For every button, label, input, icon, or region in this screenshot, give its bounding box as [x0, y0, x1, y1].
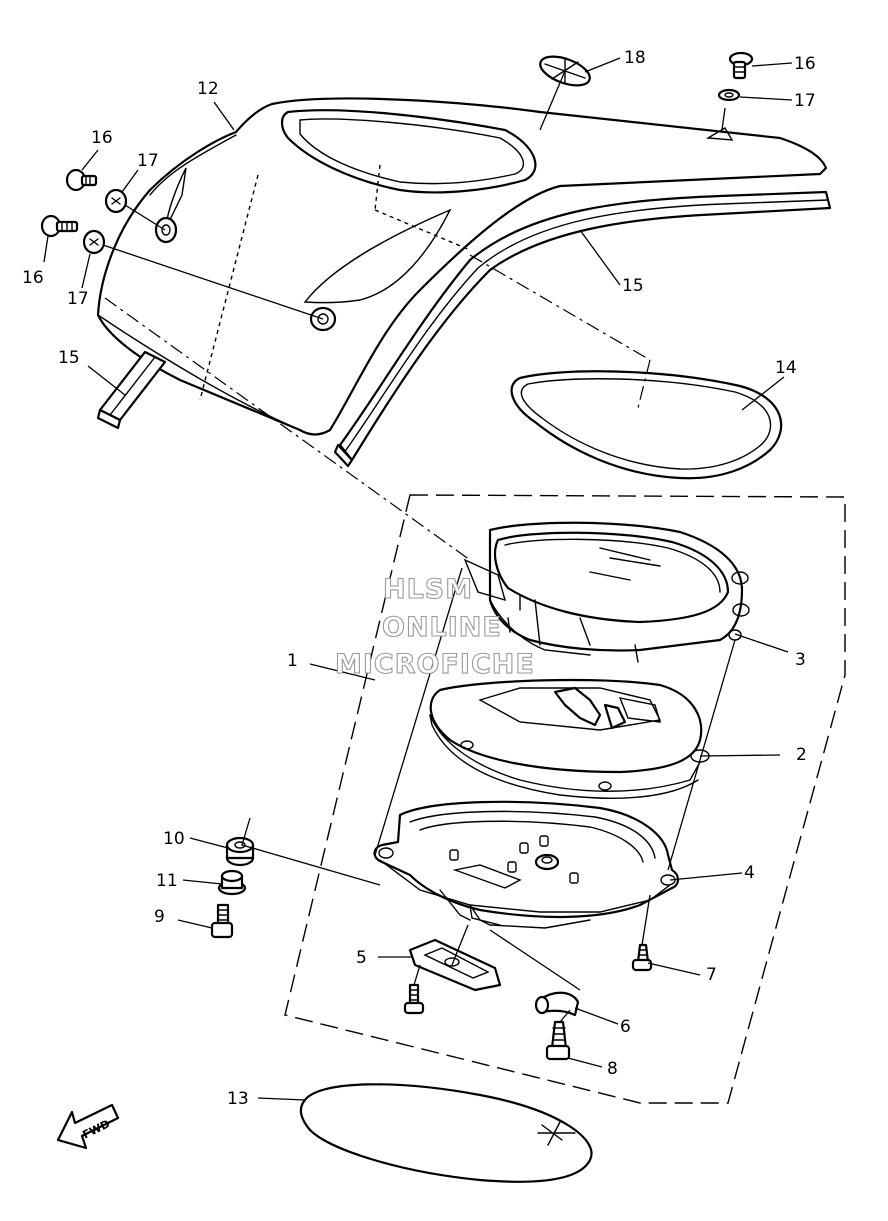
label-sheet-part-13	[299, 1083, 593, 1183]
callout-14: 14	[775, 358, 797, 378]
assembly-boundary-part-1	[284, 494, 846, 1104]
tapping-screw-part-8	[545, 1020, 571, 1061]
callout-3: 3	[795, 650, 806, 670]
svg-text:ONLINE: ONLINE	[382, 612, 502, 643]
meter-case-part-4	[373, 800, 680, 929]
callout-5: 5	[356, 948, 367, 968]
callout-6: 6	[620, 1017, 631, 1037]
meter-panel-part-2	[429, 678, 710, 799]
meter-cover-part-12	[96, 97, 828, 436]
alignment-lines	[104, 107, 736, 1023]
washer-part-17-right	[717, 88, 741, 102]
callout-17-left-lower: 17	[67, 289, 89, 309]
tapping-screw-part-7	[631, 943, 653, 972]
callout-labels: 1 2 3 4 5 6 7 8 9 10 11 12 13 14 15 15 1…	[22, 48, 816, 1109]
fwd-arrow-icon: FWD	[56, 1103, 120, 1150]
svg-text:MICROFICHE: MICROFICHE	[335, 649, 535, 680]
bolt-part-9	[210, 903, 234, 939]
clamp-part-6	[534, 991, 580, 1017]
callout-2: 2	[796, 745, 807, 765]
watermark: HLSM ONLINE MICROFICHE	[334, 573, 535, 680]
callout-11: 11	[156, 871, 178, 891]
seal-ring-part-14	[510, 370, 783, 480]
callout-4: 4	[744, 863, 755, 883]
callout-7: 7	[706, 965, 717, 985]
callout-17-right: 17	[794, 91, 816, 111]
trim-strip-part-15-long	[333, 190, 832, 468]
screw-part-16-left-lower	[40, 214, 79, 238]
svg-text:HLSM: HLSM	[383, 574, 473, 605]
callout-10: 10	[163, 829, 185, 849]
bracket-plate-part-5	[408, 938, 502, 992]
washer-part-17-left-lower	[82, 229, 106, 255]
callout-1: 1	[287, 651, 298, 671]
washer-part-17-left-upper	[104, 188, 128, 214]
callout-16-left-upper: 16	[91, 128, 113, 148]
callout-13: 13	[227, 1089, 249, 1109]
grommet-part-10	[225, 836, 255, 867]
callout-16-left-lower: 16	[22, 268, 44, 288]
screw-part-16-right	[728, 51, 754, 80]
collar-part-11	[217, 869, 247, 896]
callout-18: 18	[624, 48, 646, 68]
callout-12: 12	[197, 79, 219, 99]
callout-17-left-upper: 17	[137, 151, 159, 171]
leader-lines	[43, 57, 793, 1101]
meter-lens-part-3	[463, 521, 750, 663]
callout-15-right: 15	[622, 276, 644, 296]
screw-part-5-lower	[403, 983, 425, 1015]
callout-16-right: 16	[794, 54, 816, 74]
callout-9: 9	[154, 907, 165, 927]
screw-part-16-left-upper	[65, 168, 98, 192]
trim-strip-part-15-short	[96, 350, 167, 430]
callout-8: 8	[607, 1059, 618, 1079]
callout-15-left: 15	[58, 348, 80, 368]
